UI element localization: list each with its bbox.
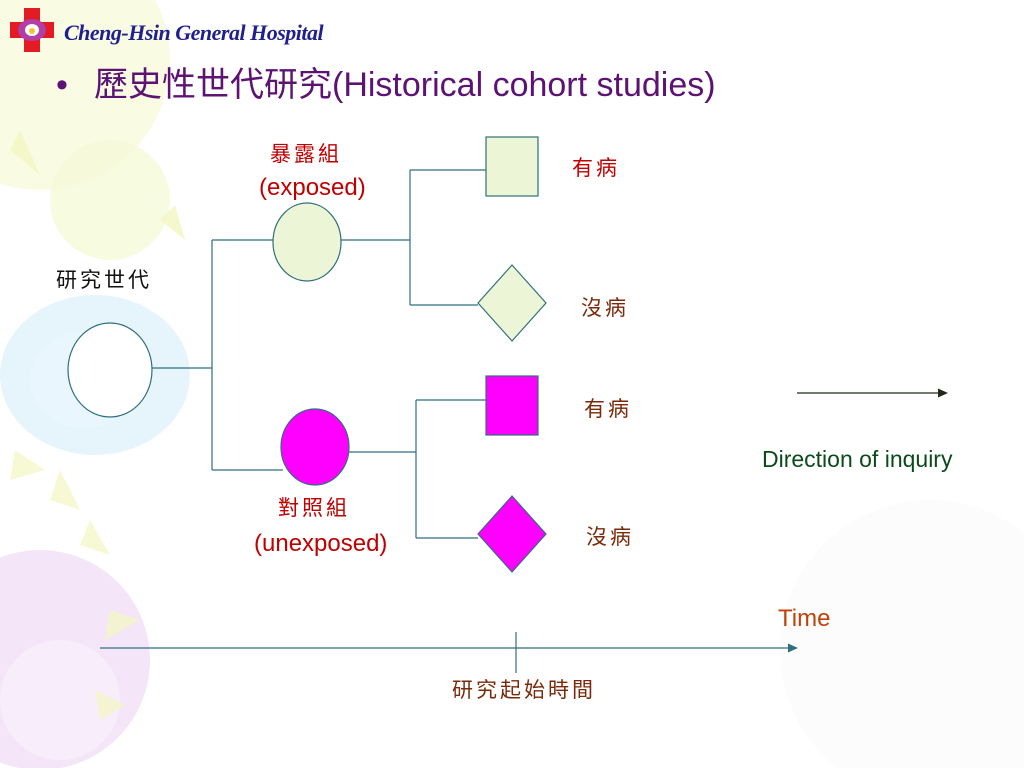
study-start-label: 研究起始時間 xyxy=(452,678,596,702)
study-cohort-node xyxy=(67,322,153,418)
exposed-group-label: 暴露組 xyxy=(270,142,342,166)
unexposed-group-label: 對照組 xyxy=(278,496,350,520)
exposed-no-disease-label: 沒病 xyxy=(581,296,629,320)
slide-title-text: 歷史性世代研究(Historical cohort studies) xyxy=(94,66,716,104)
time-axis xyxy=(100,632,798,673)
unexposed-no-disease-label: 沒病 xyxy=(586,525,634,549)
hospital-logo-icon xyxy=(10,8,54,52)
exposed-no-disease-node xyxy=(477,264,547,342)
unexposed-disease-label: 有病 xyxy=(584,397,632,421)
study-cohort-label: 研究世代 xyxy=(56,268,152,292)
slide-title: • 歷史性世代研究(Historical cohort studies) xyxy=(56,68,716,102)
hospital-name: Cheng-Hsin General Hospital xyxy=(64,20,324,45)
time-label: Time xyxy=(778,605,831,632)
exposed-group-label-en: (exposed) xyxy=(259,174,366,201)
unexposed-group-label-en: (unexposed) xyxy=(254,530,388,557)
unexposed-disease-node xyxy=(485,375,539,436)
unexposed-no-disease-node xyxy=(477,495,547,573)
exposed-disease-label: 有病 xyxy=(572,156,620,180)
unexposed-group-node xyxy=(280,408,350,486)
title-bullet: • xyxy=(56,66,68,104)
connector-lines xyxy=(150,169,486,539)
direction-arrow xyxy=(797,388,948,398)
direction-of-inquiry-label: Direction of inquiry xyxy=(762,446,953,472)
exposed-disease-node xyxy=(485,136,539,197)
exposed-group-node xyxy=(272,202,342,282)
